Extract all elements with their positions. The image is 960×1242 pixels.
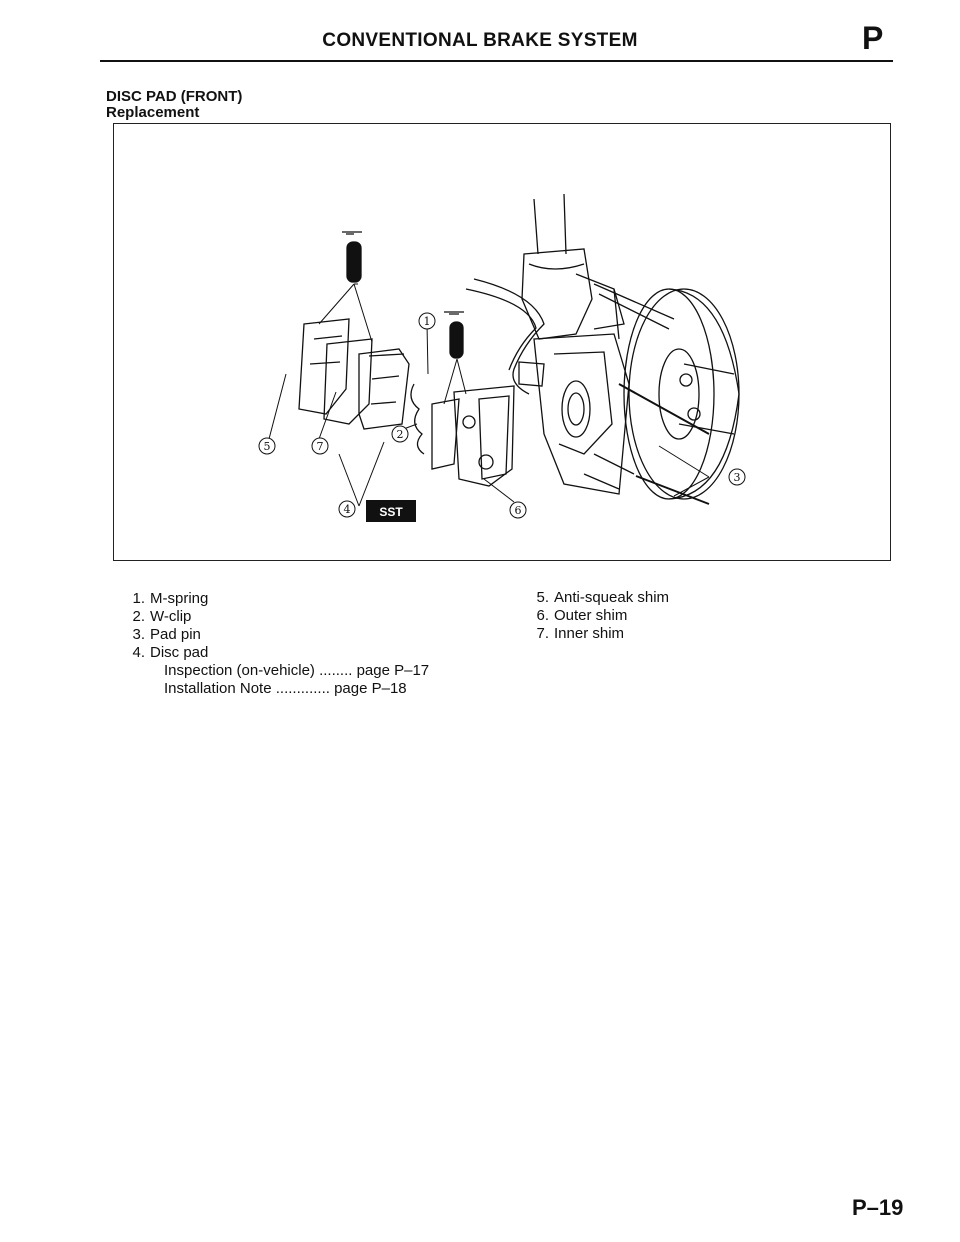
callout-4: 4	[338, 500, 356, 518]
legend-left-column: 1.M-spring 2.W-clip 3.Pad pin 4.Disc pad…	[118, 590, 429, 698]
section-title: DISC PAD (FRONT)	[106, 88, 243, 105]
strut-drawing	[465, 193, 675, 395]
svg-text:5: 5	[264, 440, 271, 453]
pads-and-shims-drawing	[298, 318, 515, 487]
header-rule	[100, 60, 893, 62]
legend-right-column: 5.Anti-squeak shim 6.Outer shim 7.Inner …	[522, 589, 669, 643]
callout-7: 7	[311, 437, 329, 455]
grease-tube-2	[449, 321, 464, 359]
legend-item-4: 4.Disc pad	[132, 644, 209, 661]
legend-ref-inspection: Inspection (on-vehicle) ........ page P–…	[164, 662, 430, 679]
callout-5: 5	[258, 437, 276, 455]
exploded-view-figure: 1 2 3 4 5 6 7 SST	[113, 123, 891, 561]
brake-assembly-illustration: 1 2 3 4 5 6 7 SST	[258, 193, 746, 522]
callout-1: 1	[418, 312, 436, 330]
section-subtitle: Replacement	[106, 104, 200, 121]
page-header-title: CONVENTIONAL BRAKE SYSTEM	[322, 30, 638, 51]
page-number: P–19	[852, 1195, 904, 1220]
svg-text:7: 7	[317, 440, 324, 453]
svg-text:6: 6	[515, 504, 522, 517]
sst-badge: SST	[366, 500, 416, 522]
legend-ref-installation: Installation Note ............. page P–1…	[164, 680, 407, 697]
leader-lines	[268, 283, 710, 507]
grease-tube-1	[346, 241, 362, 283]
svg-text:3: 3	[734, 471, 741, 484]
grease-tube-1-cap	[342, 231, 362, 235]
legend-item-5: 5.Anti-squeak shim	[536, 589, 670, 606]
callout-3: 3	[728, 468, 746, 486]
legend-item-1: 1.M-spring	[132, 590, 209, 607]
svg-text:2: 2	[397, 428, 404, 441]
disc-rotor-drawing	[623, 288, 740, 500]
legend-item-3: 3.Pad pin	[132, 626, 201, 643]
section-letter: P	[862, 20, 884, 56]
callout-2: 2	[391, 425, 409, 443]
legend-item-6: 6.Outer shim	[536, 607, 628, 624]
caliper-drawing	[518, 333, 635, 495]
svg-text:SST: SST	[379, 505, 403, 519]
callout-6: 6	[509, 501, 527, 519]
pad-pins-drawing	[618, 383, 710, 505]
svg-text:1: 1	[424, 315, 431, 328]
svg-text:4: 4	[344, 503, 351, 516]
legend-item-7: 7.Inner shim	[536, 625, 625, 642]
grease-tube-2-cap	[444, 311, 464, 315]
legend-item-2: 2.W-clip	[132, 608, 192, 625]
